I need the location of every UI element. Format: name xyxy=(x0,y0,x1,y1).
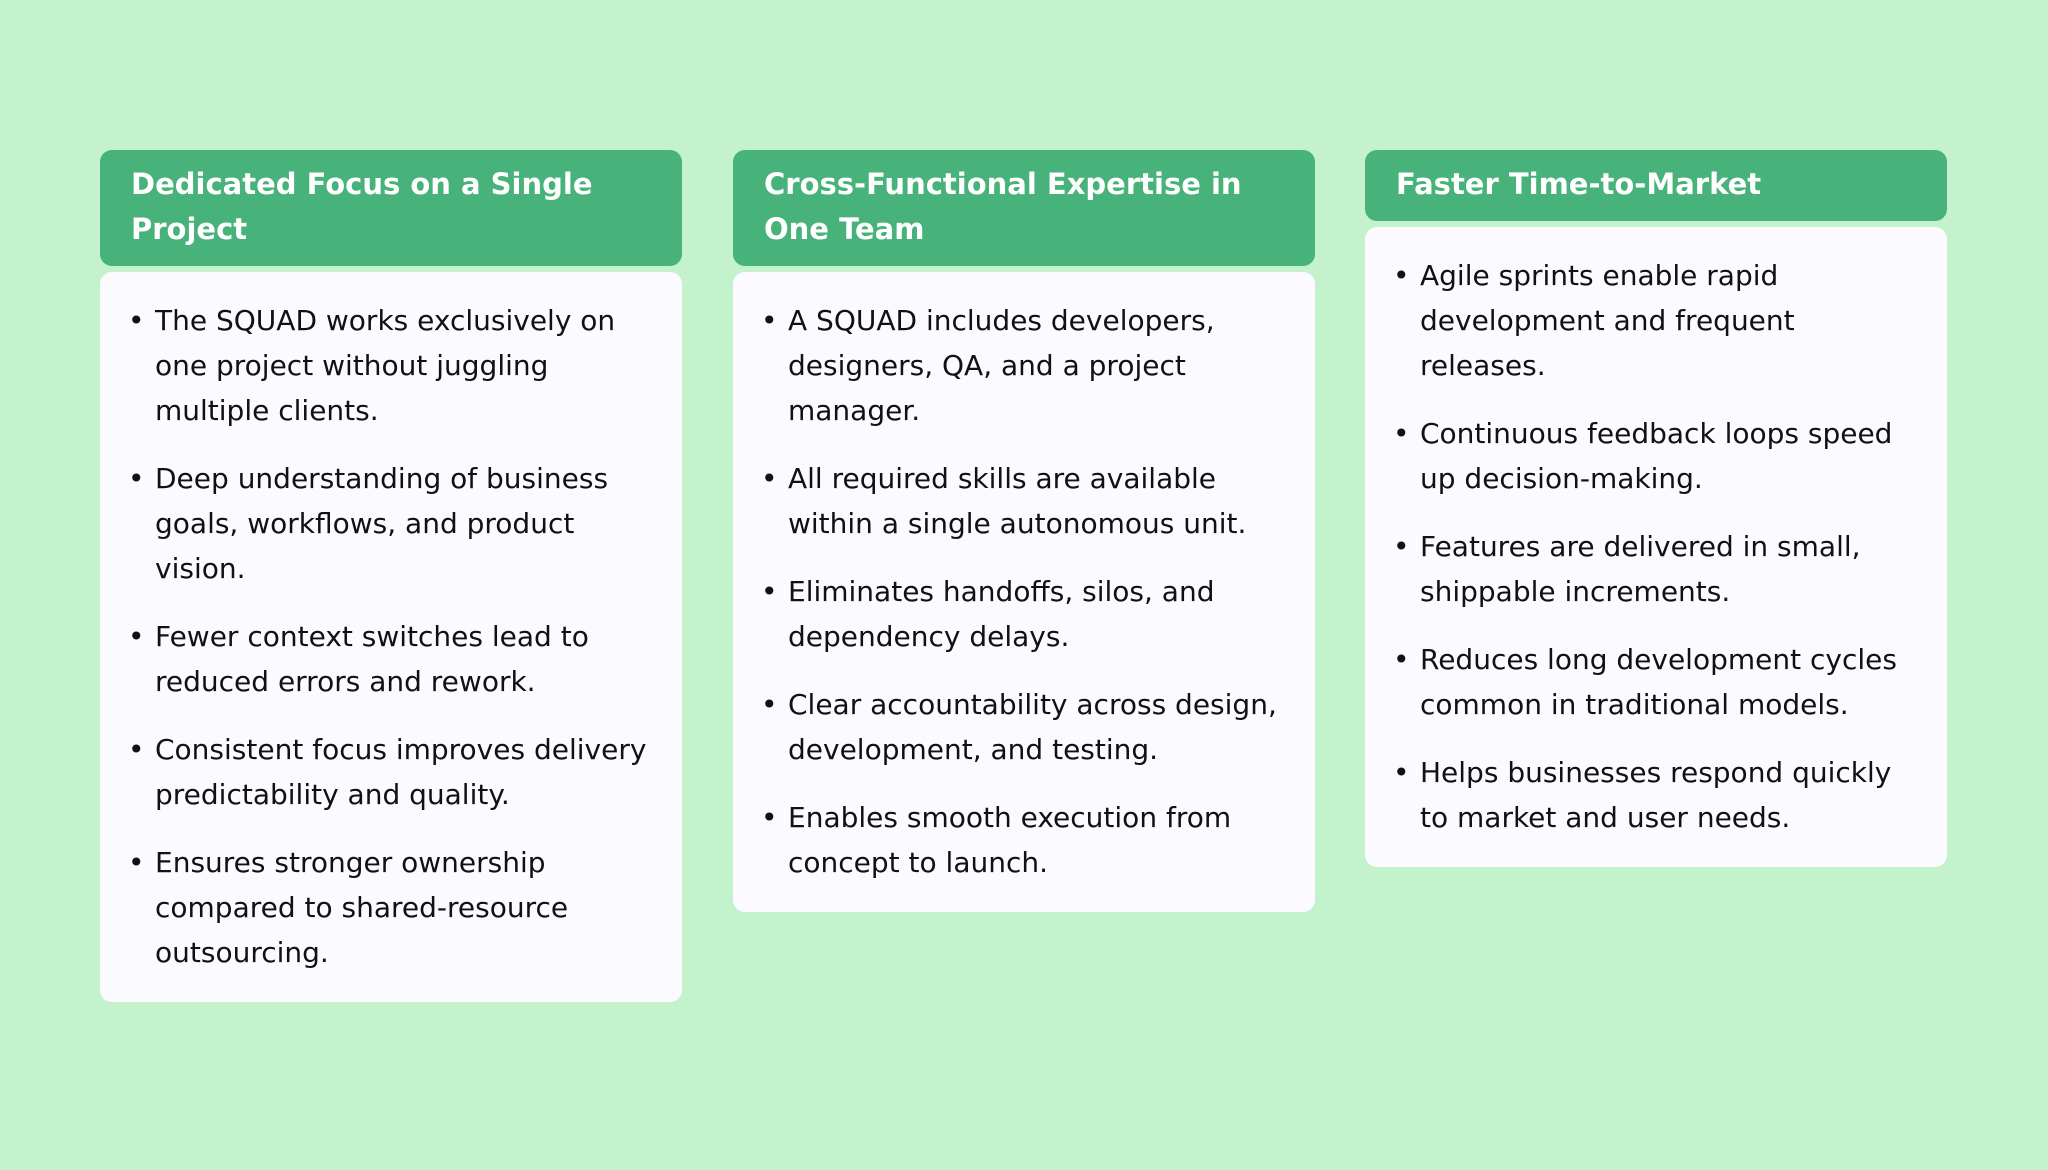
bullet-icon: • xyxy=(1393,259,1410,292)
list-item: • Deep understanding of business goals, w… xyxy=(128,456,660,591)
bullet-icon: • xyxy=(761,801,778,834)
list-item-text: Ensures stronger ownership compared to s… xyxy=(155,846,569,969)
bullet-icon: • xyxy=(128,462,145,495)
card-body: • Agile sprints enable rapid development … xyxy=(1365,227,1947,867)
list-item: • All required skills are available withi… xyxy=(761,456,1293,546)
list-item-text: Consistent focus improves delivery predi… xyxy=(155,733,647,811)
list-item: • Enables smooth execution from concept t… xyxy=(761,795,1293,885)
card-body: • A SQUAD includes developers, designers,… xyxy=(733,272,1315,912)
bullet-icon: • xyxy=(128,620,145,653)
list-item: • Clear accountability across design, dev… xyxy=(761,682,1293,772)
bullet-icon: • xyxy=(128,846,145,879)
bullet-icon: • xyxy=(761,462,778,495)
list-item-text: The SQUAD works exclusively on one proje… xyxy=(155,304,616,427)
bullet-list: • Agile sprints enable rapid development … xyxy=(1393,253,1925,840)
bullet-list: • The SQUAD works exclusively on one proj… xyxy=(128,298,660,975)
bullet-icon: • xyxy=(761,575,778,608)
list-item: • Reduces long development cycles common … xyxy=(1393,637,1925,727)
list-item-text: Features are delivered in small, shippab… xyxy=(1420,530,1861,608)
list-item: • Fewer context switches lead to reduced … xyxy=(128,614,660,704)
feature-card: Dedicated Focus on a Single Project • The… xyxy=(100,150,682,1002)
card-title: Faster Time-to-Market xyxy=(1365,150,1947,221)
list-item-text: Clear accountability across design, deve… xyxy=(788,688,1277,766)
bullet-icon: • xyxy=(1393,756,1410,789)
feature-card: Faster Time-to-Market • Agile sprints ena… xyxy=(1365,150,1947,867)
bullet-icon: • xyxy=(1393,530,1410,563)
list-item-text: Helps businesses respond quickly to mark… xyxy=(1420,756,1892,834)
list-item: • Features are delivered in small, shippa… xyxy=(1393,524,1925,614)
bullet-list: • A SQUAD includes developers, designers,… xyxy=(761,298,1293,885)
list-item-text: Continuous feedback loops speed up decis… xyxy=(1420,417,1893,495)
list-item-text: A SQUAD includes developers, designers, … xyxy=(788,304,1215,427)
bullet-icon: • xyxy=(128,304,145,337)
list-item-text: Fewer context switches lead to reduced e… xyxy=(155,620,589,698)
list-item: • Agile sprints enable rapid development … xyxy=(1393,253,1925,388)
bullet-icon: • xyxy=(1393,643,1410,676)
list-item-text: Enables smooth execution from concept to… xyxy=(788,801,1232,879)
card-body: • The SQUAD works exclusively on one proj… xyxy=(100,272,682,1002)
bullet-icon: • xyxy=(761,304,778,337)
card-title: Dedicated Focus on a Single Project xyxy=(100,150,682,266)
list-item-text: Deep understanding of business goals, wo… xyxy=(155,462,609,585)
bullet-icon: • xyxy=(761,688,778,721)
list-item: • Helps businesses respond quickly to mar… xyxy=(1393,750,1925,840)
feature-card: Cross-Functional Expertise in One Team •… xyxy=(733,150,1315,912)
list-item: • Continuous feedback loops speed up deci… xyxy=(1393,411,1925,501)
list-item: • Eliminates handoffs, silos, and depende… xyxy=(761,569,1293,659)
list-item-text: Reduces long development cycles common i… xyxy=(1420,643,1897,721)
list-item-text: Eliminates handoffs, silos, and dependen… xyxy=(788,575,1215,653)
list-item-text: Agile sprints enable rapid development a… xyxy=(1420,259,1795,382)
card-title: Cross-Functional Expertise in One Team xyxy=(733,150,1315,266)
list-item: • Consistent focus improves delivery pred… xyxy=(128,727,660,817)
list-item-text: All required skills are available within… xyxy=(788,462,1247,540)
bullet-icon: • xyxy=(128,733,145,766)
bullet-icon: • xyxy=(1393,417,1410,450)
list-item: • The SQUAD works exclusively on one proj… xyxy=(128,298,660,433)
list-item: • Ensures stronger ownership compared to … xyxy=(128,840,660,975)
list-item: • A SQUAD includes developers, designers,… xyxy=(761,298,1293,433)
